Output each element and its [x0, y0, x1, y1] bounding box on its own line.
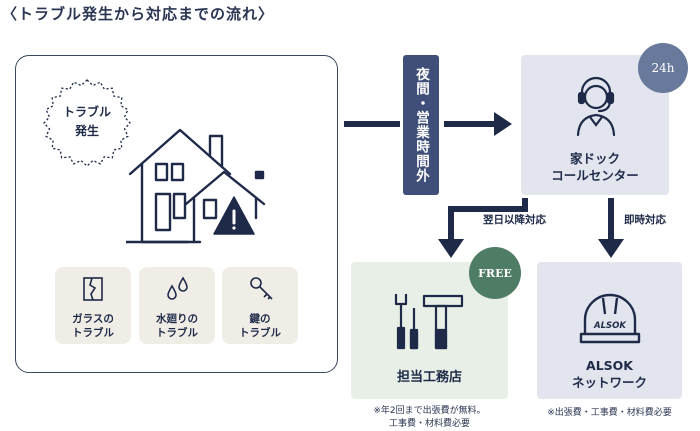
call-center-label: 家ドック コールセンター	[551, 151, 639, 183]
contractor-note: ※年2回まで出張費が無料。 工事費・材料費必要	[373, 406, 486, 429]
tile-key-label: 鍵のトラブル	[239, 313, 281, 339]
tile-key-trouble: 鍵のトラブル	[222, 267, 298, 344]
alsok-note: ※出張費・工事費・材料費必要	[547, 408, 672, 418]
badge-free: FREE	[469, 247, 521, 299]
badge-24h: 24h	[638, 43, 688, 93]
alsok-box	[537, 262, 682, 399]
operator-headset-icon	[576, 76, 616, 137]
immediate-label: 即時対応	[624, 214, 666, 226]
tile-water-label: 水廻りのトラブル	[156, 313, 198, 339]
night-hours-box: 夜間・営業時間外	[403, 55, 439, 195]
next-day-label: 翌日以降対応	[483, 214, 546, 226]
tile-water-trouble: 水廻りのトラブル	[139, 267, 215, 344]
alsok-label: ALSOK ネットワーク	[571, 358, 647, 390]
contractor-label: 担当工務店	[396, 370, 462, 385]
helmet-logo-text: ALSOK	[593, 321, 627, 331]
arrow-to-shop	[438, 198, 528, 258]
tile-glass-trouble: ガラスのトラブル	[55, 267, 131, 344]
trouble-burst-badge	[43, 79, 131, 167]
helmet-icon: ALSOK	[579, 293, 641, 344]
water-drops-icon	[167, 276, 188, 300]
arrow-to-alsok	[598, 198, 624, 258]
key-icon	[250, 277, 273, 300]
page-title: 〈トラブル発生から対応までの流れ〉	[2, 5, 275, 23]
arrow-night-to-callcenter	[444, 112, 512, 136]
trouble-badge-text: トラブル 発生	[62, 105, 111, 138]
house-icon	[126, 128, 266, 244]
tools-icon	[394, 294, 464, 350]
broken-glass-icon	[83, 277, 103, 301]
tile-glass-label: ガラスのトラブル	[72, 313, 114, 339]
